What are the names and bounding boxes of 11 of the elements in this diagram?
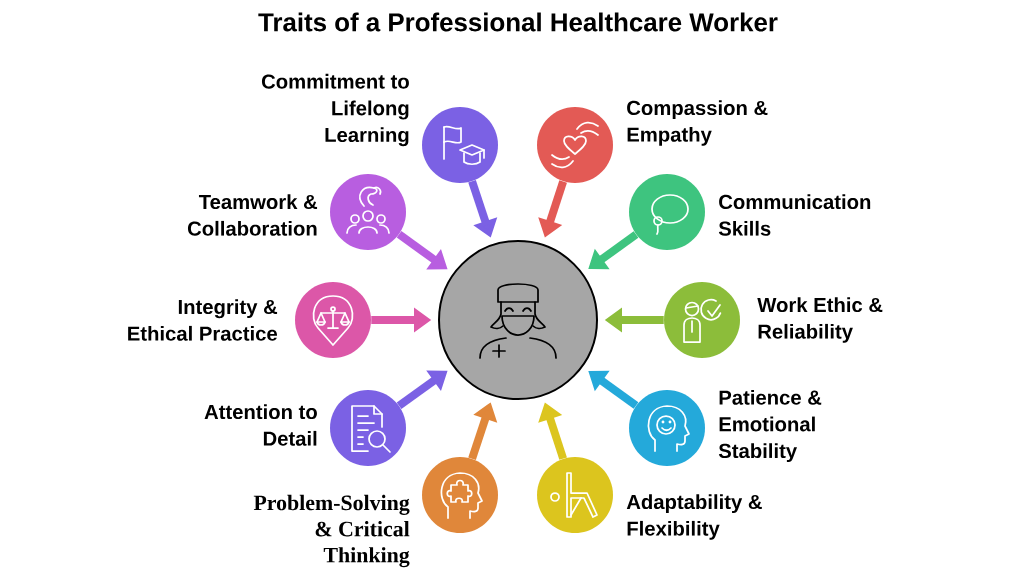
trait-label: Communication Skills bbox=[718, 194, 871, 236]
trait-label: Compassion & Empathy bbox=[627, 100, 768, 146]
title: Traits of a Professional Healthcare Worker bbox=[258, 12, 778, 32]
trait-label: Problem-Solving & Critical Thinking bbox=[253, 494, 410, 568]
trait-label: Patience & Emotional Stability bbox=[718, 389, 822, 463]
trait-label: Work Ethic & Reliability bbox=[757, 297, 883, 343]
trait-label: Integrity & Ethical Practice bbox=[128, 299, 278, 341]
trait-label: Adaptability & Flexibility bbox=[626, 494, 762, 540]
trait-label: Commitment to Lifelong Learning bbox=[261, 73, 409, 147]
trait-label: Teamwork & Collaboration bbox=[187, 194, 318, 236]
trait-label: Attention to Detail bbox=[204, 404, 317, 446]
